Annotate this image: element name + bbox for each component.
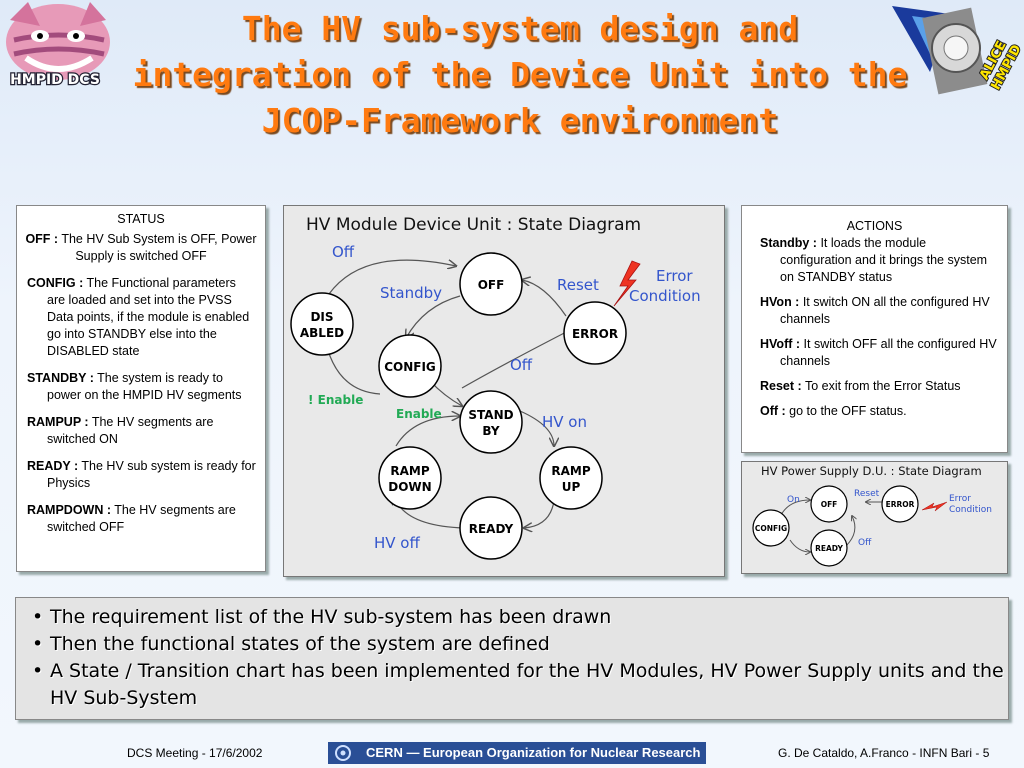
action-text: To exit from the Error Status — [804, 379, 961, 393]
actions-panel: ACTIONS Standby : It loads the module co… — [741, 205, 1008, 453]
action-off-entry: Off : go to the OFF status. — [760, 403, 999, 420]
cern-banner: CERN — European Organization for Nuclear… — [328, 742, 706, 764]
title-line-2: integration of the Device Unit into the — [132, 55, 908, 94]
status-text: The Functional parameters are loaded and… — [47, 276, 250, 358]
status-label: RAMPUP : — [27, 415, 89, 429]
alice-hmpid-logo: ALICE HMPID — [890, 2, 1024, 100]
status-header: STATUS — [117, 212, 165, 226]
action-text: It switch ON all the configured HV chann… — [780, 295, 990, 326]
ps-transition-error-line1: Error — [949, 494, 971, 504]
ps-state-config: CONFIG — [755, 524, 787, 533]
summary-item: Then the functional states of the system… — [28, 631, 1008, 658]
status-label: CONFIG : — [27, 276, 84, 290]
transition-error-line2: Condition — [629, 287, 701, 305]
cern-banner-text: CERN — European Organization for Nuclear… — [366, 745, 701, 760]
state-rampdown-line1: RAMP — [390, 464, 429, 478]
state-standby-line2: BY — [482, 424, 499, 438]
action-text: go to the OFF status. — [789, 404, 907, 418]
ps-transition-reset: Reset — [854, 489, 880, 499]
title-line-1: The HV sub-system design and — [241, 9, 799, 48]
state-standby-line1: STAND — [468, 408, 513, 422]
state-rampdown-line2: DOWN — [388, 480, 431, 494]
hv-power-supply-state-diagram: HV Power Supply D.U. : State Diagram OFF… — [741, 461, 1008, 574]
status-off-label: OFF : — [25, 232, 59, 246]
summary-item: The requirement list of the HV sub-syste… — [28, 604, 1008, 631]
status-label: READY : — [27, 459, 79, 473]
action-label: Standby : — [760, 236, 817, 250]
transition-reset: Reset — [557, 276, 599, 294]
status-ready-entry: READY : The HV sub system is ready for P… — [27, 458, 257, 492]
status-text: The HV segments are switched OFF — [47, 503, 236, 534]
transition-enable: Enable — [396, 407, 442, 421]
action-text: It loads the module configuration and it… — [780, 236, 988, 284]
transition-error-line1: Error — [656, 267, 693, 285]
actions-header: ACTIONS — [846, 219, 903, 233]
state-error: ERROR — [572, 327, 618, 341]
status-rampdown-entry: RAMPDOWN : The HV segments are switched … — [27, 502, 257, 536]
ps-transition-on: On — [787, 495, 800, 505]
status-standby-entry: STANDBY : The system is ready to power o… — [27, 370, 257, 404]
status-rampup-entry: RAMPUP : The HV segments are switched ON — [27, 414, 257, 448]
action-hvoff-entry: HVoff : It switch OFF all the configured… — [760, 336, 999, 370]
summary-item: A State / Transition chart has been impl… — [28, 658, 1008, 712]
status-text: The HV sub system is ready for Physics — [47, 459, 256, 490]
action-label: Reset : — [760, 379, 802, 393]
transition-standby: Standby — [380, 284, 442, 302]
status-text: The HV segments are switched ON — [47, 415, 214, 446]
footer-authors: G. De Cataldo, A.Franco - INFN Bari - 5 — [778, 746, 990, 760]
transition-off-2: Off — [510, 356, 533, 374]
page-title: The HV sub-system design and integration… — [120, 6, 920, 144]
state-rampup-line1: RAMP — [551, 464, 590, 478]
action-text: It switch OFF all the configured HV chan… — [780, 337, 997, 368]
status-config-entry: CONFIG : The Functional parameters are l… — [27, 275, 257, 360]
hv-module-state-diagram: HV Module Device Unit : State Diagram — [283, 205, 725, 577]
ps-lightning-icon — [921, 501, 948, 512]
state-off: OFF — [478, 278, 505, 292]
action-label: Off : — [760, 404, 786, 418]
footer-date: DCS Meeting - 17/6/2002 — [127, 746, 263, 760]
action-label: HVoff : — [760, 337, 801, 351]
action-reset-entry: Reset : To exit from the Error Status — [760, 378, 999, 395]
action-standby-entry: Standby : It loads the module configurat… — [760, 235, 999, 286]
status-off-entry: OFF : The HV Sub System is OFF, Power Su… — [23, 231, 259, 265]
state-disabled-line1: DIS — [310, 310, 333, 324]
status-off-text: The HV Sub System is OFF, Power Supply i… — [61, 232, 257, 263]
transition-hv-off: HV off — [374, 534, 420, 552]
ps-transition-off: Off — [858, 538, 872, 548]
summary-list: The requirement list of the HV sub-syste… — [16, 604, 1008, 712]
transition-not-enable: ! Enable — [308, 393, 363, 407]
hmpid-dcs-label: HMPID DCS — [10, 72, 100, 88]
action-label: HVon : — [760, 295, 800, 309]
ps-state-ready: READY — [815, 544, 843, 553]
transition-off: Off — [332, 243, 355, 261]
diagram-title: HV Module Device Unit : State Diagram — [306, 215, 641, 235]
cheshire-cat-logo: HMPID DCS — [0, 0, 130, 100]
status-panel: STATUS OFF : The HV Sub System is OFF, P… — [16, 205, 266, 572]
title-line-3: JCOP-Framework environment — [261, 101, 779, 140]
summary-panel: The requirement list of the HV sub-syste… — [15, 597, 1009, 720]
lightning-icon — [613, 260, 641, 307]
state-ready: READY — [469, 522, 514, 536]
cern-logo-icon — [334, 744, 352, 765]
status-label: RAMPDOWN : — [27, 503, 112, 517]
ps-state-off: OFF — [821, 500, 838, 509]
state-config: CONFIG — [384, 360, 436, 374]
status-label: STANDBY : — [27, 371, 94, 385]
ps-state-error: ERROR — [886, 500, 915, 509]
state-rampup-line2: UP — [562, 480, 581, 494]
state-disabled-line2: ABLED — [300, 326, 344, 340]
status-text: The system is ready to power on the HMPI… — [47, 371, 242, 402]
ps-transition-error-line2: Condition — [949, 505, 992, 515]
action-hvon-entry: HVon : It switch ON all the configured H… — [760, 294, 999, 328]
ps-diagram-title: HV Power Supply D.U. : State Diagram — [761, 464, 982, 478]
transition-hv-on: HV on — [542, 413, 587, 431]
